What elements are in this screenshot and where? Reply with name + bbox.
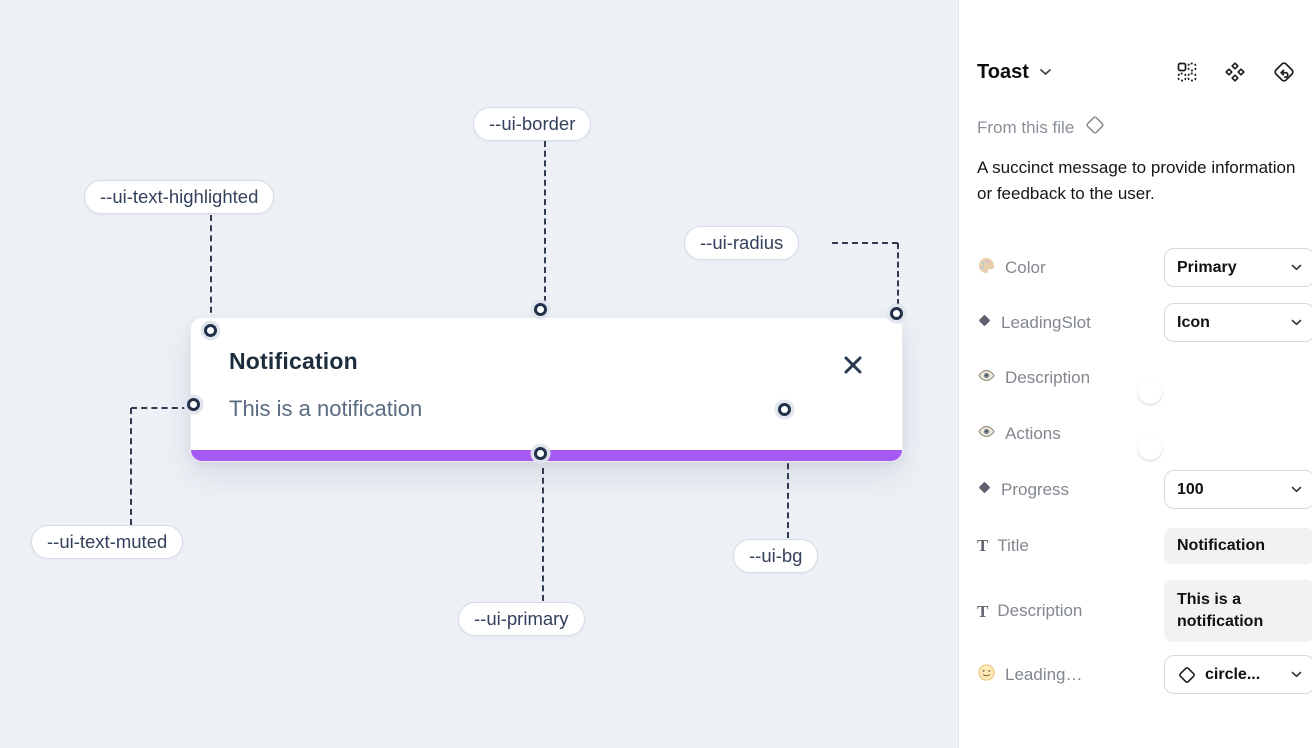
token-label-ui-bg: --ui-bg — [733, 539, 819, 573]
prop-label-leadingslot: LeadingSlot — [1001, 312, 1091, 332]
text-icon: T — [977, 536, 989, 555]
variants-grid-icon[interactable] — [1176, 61, 1198, 83]
eye-icon — [977, 366, 996, 390]
component-title: Toast — [977, 60, 1029, 83]
prop-label-color: Color — [1005, 257, 1046, 277]
token-label-ui-radius: --ui-radius — [684, 226, 800, 260]
chevron-down-icon[interactable] — [1039, 68, 1052, 76]
prop-label-description: Description — [1005, 368, 1091, 387]
title-field[interactable]: Notification — [1164, 527, 1312, 564]
leadingicon-select-value: circle... — [1205, 665, 1261, 683]
chevron-down-icon — [1291, 671, 1302, 678]
callout-line-bg — [787, 424, 789, 538]
callout-line-radius-h — [832, 242, 898, 244]
prop-row-description-toggle: Description — [977, 364, 1297, 392]
token-label-ui-text-highlighted: --ui-text-highlighted — [84, 180, 275, 214]
connector-dot-border — [534, 303, 547, 316]
callout-line-border — [544, 141, 546, 302]
toast-title: Notification — [229, 348, 358, 374]
design-canvas: Notification This is a notification --ui… — [0, 0, 958, 748]
source-label: From this file — [977, 117, 1075, 137]
prop-row-actions-toggle: Actions — [977, 420, 1297, 448]
connector-dot-bg — [778, 403, 791, 416]
text-icon: T — [977, 601, 989, 621]
eye-icon — [977, 422, 996, 446]
prop-label-description-text: Description — [997, 601, 1083, 620]
leadingicon-select[interactable]: circle... — [1164, 655, 1312, 694]
color-select-value: Primary — [1177, 258, 1237, 276]
smiley-icon — [977, 663, 996, 687]
token-label-ui-text-muted: --ui-text-muted — [31, 525, 184, 559]
progress-select[interactable]: 100 — [1164, 470, 1312, 509]
chevron-down-icon — [1291, 319, 1302, 326]
token-label-ui-border: --ui-border — [473, 107, 592, 141]
inspector-panel: Toast — [958, 0, 1312, 748]
diamond-outline-icon — [1177, 665, 1197, 685]
component-diamond-icon — [1084, 114, 1106, 141]
palette-icon — [977, 256, 996, 280]
source-indicator: From this file — [977, 114, 1106, 141]
prop-row-progress: Progress 100 — [977, 470, 1312, 509]
prop-row-description-text: T Description This is a notification — [977, 579, 1312, 643]
callout-line-text-muted-v — [130, 408, 132, 525]
chevron-down-icon — [1291, 486, 1302, 493]
toast-component-preview[interactable]: Notification This is a notification — [190, 317, 903, 462]
leadingslot-select-value: Icon — [1177, 313, 1210, 331]
progress-select-value: 100 — [1177, 480, 1204, 498]
description-field[interactable]: This is a notification — [1164, 579, 1312, 643]
connector-dot-primary — [534, 447, 547, 460]
prop-row-leadingslot: LeadingSlot Icon — [977, 303, 1312, 342]
prop-row-color: Color Primary — [977, 248, 1312, 287]
component-description: A succinct message to provide informatio… — [977, 158, 1296, 204]
prop-label-progress: Progress — [1001, 479, 1070, 499]
prop-label-title: Title — [997, 535, 1029, 555]
callout-line-text-muted-h — [131, 407, 188, 409]
callout-line-radius-v — [897, 243, 899, 305]
component-icon[interactable] — [1224, 61, 1246, 83]
connector-dot-text-muted — [187, 398, 200, 411]
leadingslot-select[interactable]: Icon — [1164, 303, 1312, 342]
chevron-down-icon — [1291, 264, 1302, 271]
connector-dot-text-highlighted — [204, 324, 217, 337]
prop-row-leadingicon: LeadingIcon... circle... — [977, 655, 1312, 694]
diamond-icon — [977, 480, 992, 500]
token-label-ui-primary: --ui-primary — [458, 602, 585, 636]
connector-dot-radius — [890, 307, 903, 320]
panel-header: Toast — [977, 56, 1296, 88]
diamond-icon — [977, 313, 992, 333]
instance-swap-icon[interactable] — [1272, 60, 1296, 84]
prop-label-actions: Actions — [1005, 424, 1061, 443]
prop-label-leadingicon: LeadingIcon... — [1005, 664, 1083, 684]
color-select[interactable]: Primary — [1164, 248, 1312, 287]
close-icon[interactable] — [842, 354, 864, 376]
prop-row-title: T Title Notification — [977, 526, 1312, 565]
callout-line-primary — [542, 468, 544, 601]
toast-description: This is a notification — [229, 396, 423, 421]
callout-line-text-highlighted — [210, 215, 212, 323]
